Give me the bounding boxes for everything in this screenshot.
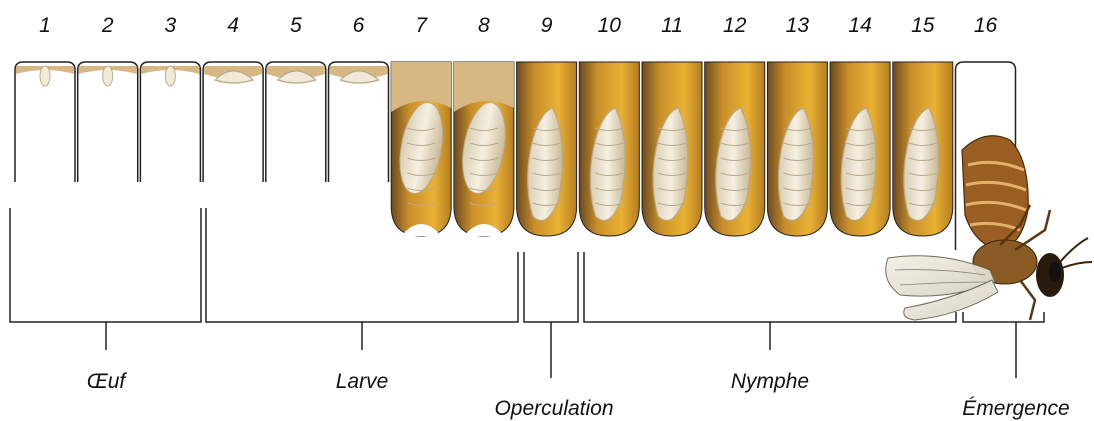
cell-4 xyxy=(203,62,263,182)
cell-9 xyxy=(517,62,577,236)
cell-number: 4 xyxy=(227,14,239,37)
oeuf-bracket xyxy=(10,208,201,350)
cell-10 xyxy=(579,62,639,236)
cell-number: 11 xyxy=(661,14,683,37)
cell-number: 12 xyxy=(723,14,747,37)
cell-number: 14 xyxy=(848,14,871,37)
cell-7 xyxy=(391,62,451,236)
cell-number: 9 xyxy=(541,14,553,37)
stage-brackets xyxy=(10,208,1044,378)
stage-label-oeuf: Œuf xyxy=(87,370,128,393)
cell-2 xyxy=(78,62,138,182)
cell-3 xyxy=(140,62,200,182)
cell-number: 10 xyxy=(598,14,622,37)
cell-14 xyxy=(830,62,890,236)
stage-label-operculation: Operculation xyxy=(494,397,613,420)
cell-13 xyxy=(767,62,827,236)
cell-number: 16 xyxy=(974,14,998,37)
cell-6 xyxy=(329,62,389,182)
cell-15 xyxy=(893,62,953,236)
cell-number: 7 xyxy=(415,14,428,37)
stage-label-nymphe: Nymphe xyxy=(731,370,809,393)
cell-number: 5 xyxy=(290,14,302,37)
cell-5 xyxy=(266,62,326,182)
brood-cells xyxy=(15,62,1016,250)
cell-11 xyxy=(642,62,702,236)
stage-label-emergence: Émergence xyxy=(962,397,1069,420)
egg xyxy=(40,66,50,86)
cell-number: 2 xyxy=(101,14,114,37)
cell-number: 6 xyxy=(353,14,365,37)
emergence-bracket xyxy=(963,312,1044,378)
cell-number: 15 xyxy=(911,14,935,37)
egg xyxy=(165,66,175,86)
cell-number: 1 xyxy=(39,14,51,37)
stage-label-larve: Larve xyxy=(336,370,389,393)
cell-number: 8 xyxy=(478,14,490,37)
operculation-bracket xyxy=(524,252,578,378)
cell-12 xyxy=(705,62,765,236)
cell-8 xyxy=(454,62,514,236)
egg xyxy=(103,66,113,86)
cell-number: 3 xyxy=(165,14,177,37)
cell-1 xyxy=(15,62,75,182)
cell-number: 13 xyxy=(786,14,810,37)
